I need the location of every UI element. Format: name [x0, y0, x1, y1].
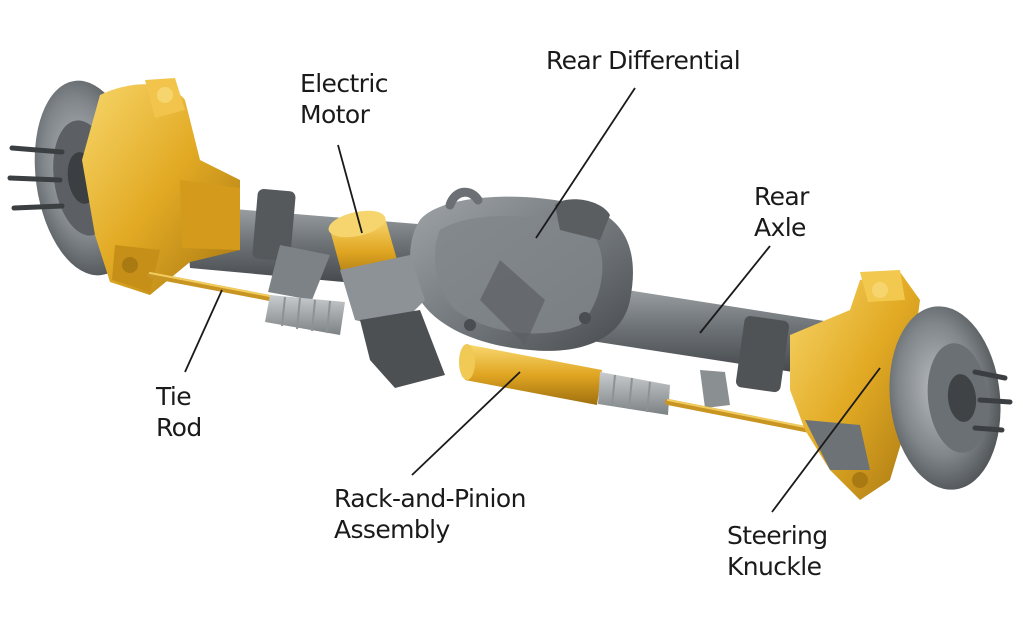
- label-tie-rod-line1: Tie: [156, 382, 192, 411]
- label-steering-knuckle: Steering Knuckle: [727, 520, 828, 582]
- label-electric-motor: Electric Motor: [300, 68, 388, 130]
- tie-rod-right: [665, 399, 813, 433]
- leader-lines: [184, 87, 881, 513]
- rack-boot-left: [265, 295, 345, 335]
- rack-and-pinion-assembly: [459, 344, 670, 415]
- leader-rear-differential: [535, 87, 636, 239]
- leader-steering-knuckle: [771, 367, 881, 513]
- rear-differential-housing: [410, 187, 633, 351]
- label-electric-motor-line1: Electric: [300, 69, 388, 98]
- leader-electric-motor: [337, 144, 363, 234]
- label-tie-rod-line2: Rod: [156, 413, 202, 442]
- label-rack-and-pinion-line1: Rack-and-Pinion: [334, 484, 526, 513]
- tie-rod-left: [147, 272, 283, 303]
- label-electric-motor-line2: Motor: [300, 100, 370, 129]
- right-steering-knuckle: [790, 270, 920, 500]
- label-rack-and-pinion: Rack-and-Pinion Assembly: [334, 483, 526, 545]
- label-rear-axle-line2: Axle: [754, 213, 806, 242]
- leader-rack-and-pinion: [411, 371, 521, 476]
- leader-tie-rod: [184, 289, 223, 373]
- electric-motor: [328, 210, 445, 388]
- label-steering-knuckle-line1: Steering: [727, 521, 828, 550]
- label-rear-differential: Rear Differential: [546, 45, 741, 76]
- label-tie-rod: Tie Rod: [156, 381, 202, 443]
- leader-rear-axle: [699, 245, 771, 334]
- left-steering-knuckle: [82, 78, 240, 296]
- label-rack-and-pinion-line2: Assembly: [334, 515, 450, 544]
- label-rear-axle-line1: Rear: [754, 182, 809, 211]
- label-steering-knuckle-line2: Knuckle: [727, 552, 822, 581]
- label-rear-axle: Rear Axle: [754, 181, 809, 243]
- rear-axle-tube-right: [585, 285, 850, 408]
- label-rear-differential-text: Rear Differential: [546, 46, 741, 75]
- right-brake-rotor: [889, 306, 1013, 490]
